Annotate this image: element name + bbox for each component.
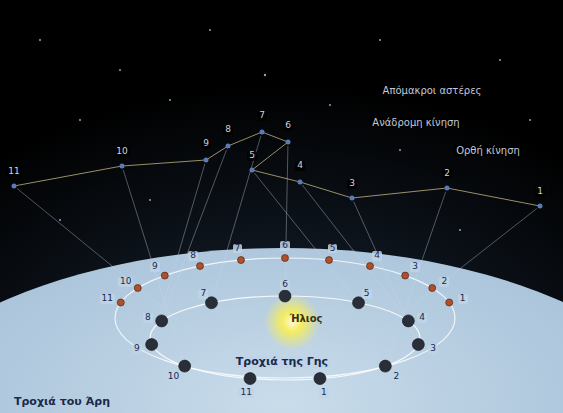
mars-apparent [226,144,231,149]
mars-planet [134,285,141,292]
callout-number: 4 [372,251,382,261]
callout-number: 8 [143,313,153,323]
callout-number: 2 [392,372,402,382]
callout-number: 5 [362,289,372,299]
sightline [255,173,359,303]
sightline [123,170,184,366]
callout-number: 10 [118,277,133,287]
sightline [162,150,227,321]
sightlines [14,132,540,379]
sightline [285,146,288,296]
orbit-label: Τροχιά του Άρη [12,396,112,408]
sightline [354,202,419,345]
mars-planet [402,272,409,279]
callout-number: 1 [319,388,329,398]
mars-apparent [250,168,255,173]
callout-number: 1 [458,294,468,304]
callout-number: 10 [166,372,181,382]
earth-planet [205,297,217,309]
stars [39,29,531,231]
callout-number: 2 [439,277,449,287]
callout-number: 4 [417,313,427,323]
mars-planet [325,257,332,264]
earth-planet [412,339,424,351]
callout-number: 5 [328,244,338,254]
sightline [385,192,445,366]
mars-orbit [115,258,455,378]
mars-apparent [286,140,291,145]
direct-label: Ορθή κίνηση [454,145,522,156]
callout-number: 6 [280,241,290,251]
ground [0,248,563,413]
earth-planet [314,373,326,385]
callout-number: 8 [188,251,198,261]
callout-number: 1 [535,187,545,197]
earth-planet [156,315,168,327]
mars-planet [282,255,289,262]
earth-planet [244,373,256,385]
callout-number: 3 [347,179,357,189]
callout-number: 11 [6,167,21,177]
mars-planet [238,257,245,264]
callout-number: 9 [132,344,142,354]
earth-planet [379,360,391,372]
retrograde-label: Ανάδρομη κίνηση [370,117,461,128]
orbit-label: Τροχιά της Γης [234,356,330,368]
mars-planet [117,299,124,306]
sightline [320,208,537,378]
callout-number: 3 [410,262,420,272]
sun-label: Ήλιος [287,313,324,324]
callout-number: 9 [150,262,160,272]
mars-apparent [204,158,209,163]
mars-apparent [260,130,265,135]
mars-apparent [298,180,303,185]
sightline [17,189,250,379]
callout-number: 7 [233,244,243,254]
mars-planet [446,299,453,306]
callout-number: 3 [428,344,438,354]
callout-number: 5 [247,151,257,161]
mars-planet [161,272,168,279]
earth-planet [279,290,291,302]
earth-planet [179,360,191,372]
callout-number: 8 [223,125,233,135]
callout-number: 7 [198,289,208,299]
mars-planet [197,263,204,270]
stars-label: Απόμακροι αστέρες [381,85,484,96]
callout-number: 10 [114,147,129,157]
mars-apparent [12,184,17,189]
callout-number: 9 [201,139,211,149]
callout-number: 6 [283,121,293,131]
callout-number: 6 [280,280,290,290]
sightline [211,136,260,303]
callout-number: 2 [442,169,452,179]
mars-planet [429,285,436,292]
apparent-path [14,132,540,206]
callout-number: 7 [257,111,267,121]
planets [12,130,543,385]
mars-apparent [538,204,543,209]
callout-number: 11 [238,388,253,398]
mars-apparent [445,186,450,191]
callout-number: 4 [295,161,305,171]
earth-planet [402,315,414,327]
mars-apparent [120,164,125,169]
earth-planet [146,339,158,351]
sightline [152,164,205,345]
mars-planet [367,263,374,270]
mars-apparent [350,196,355,201]
callout-number: 11 [100,294,115,304]
